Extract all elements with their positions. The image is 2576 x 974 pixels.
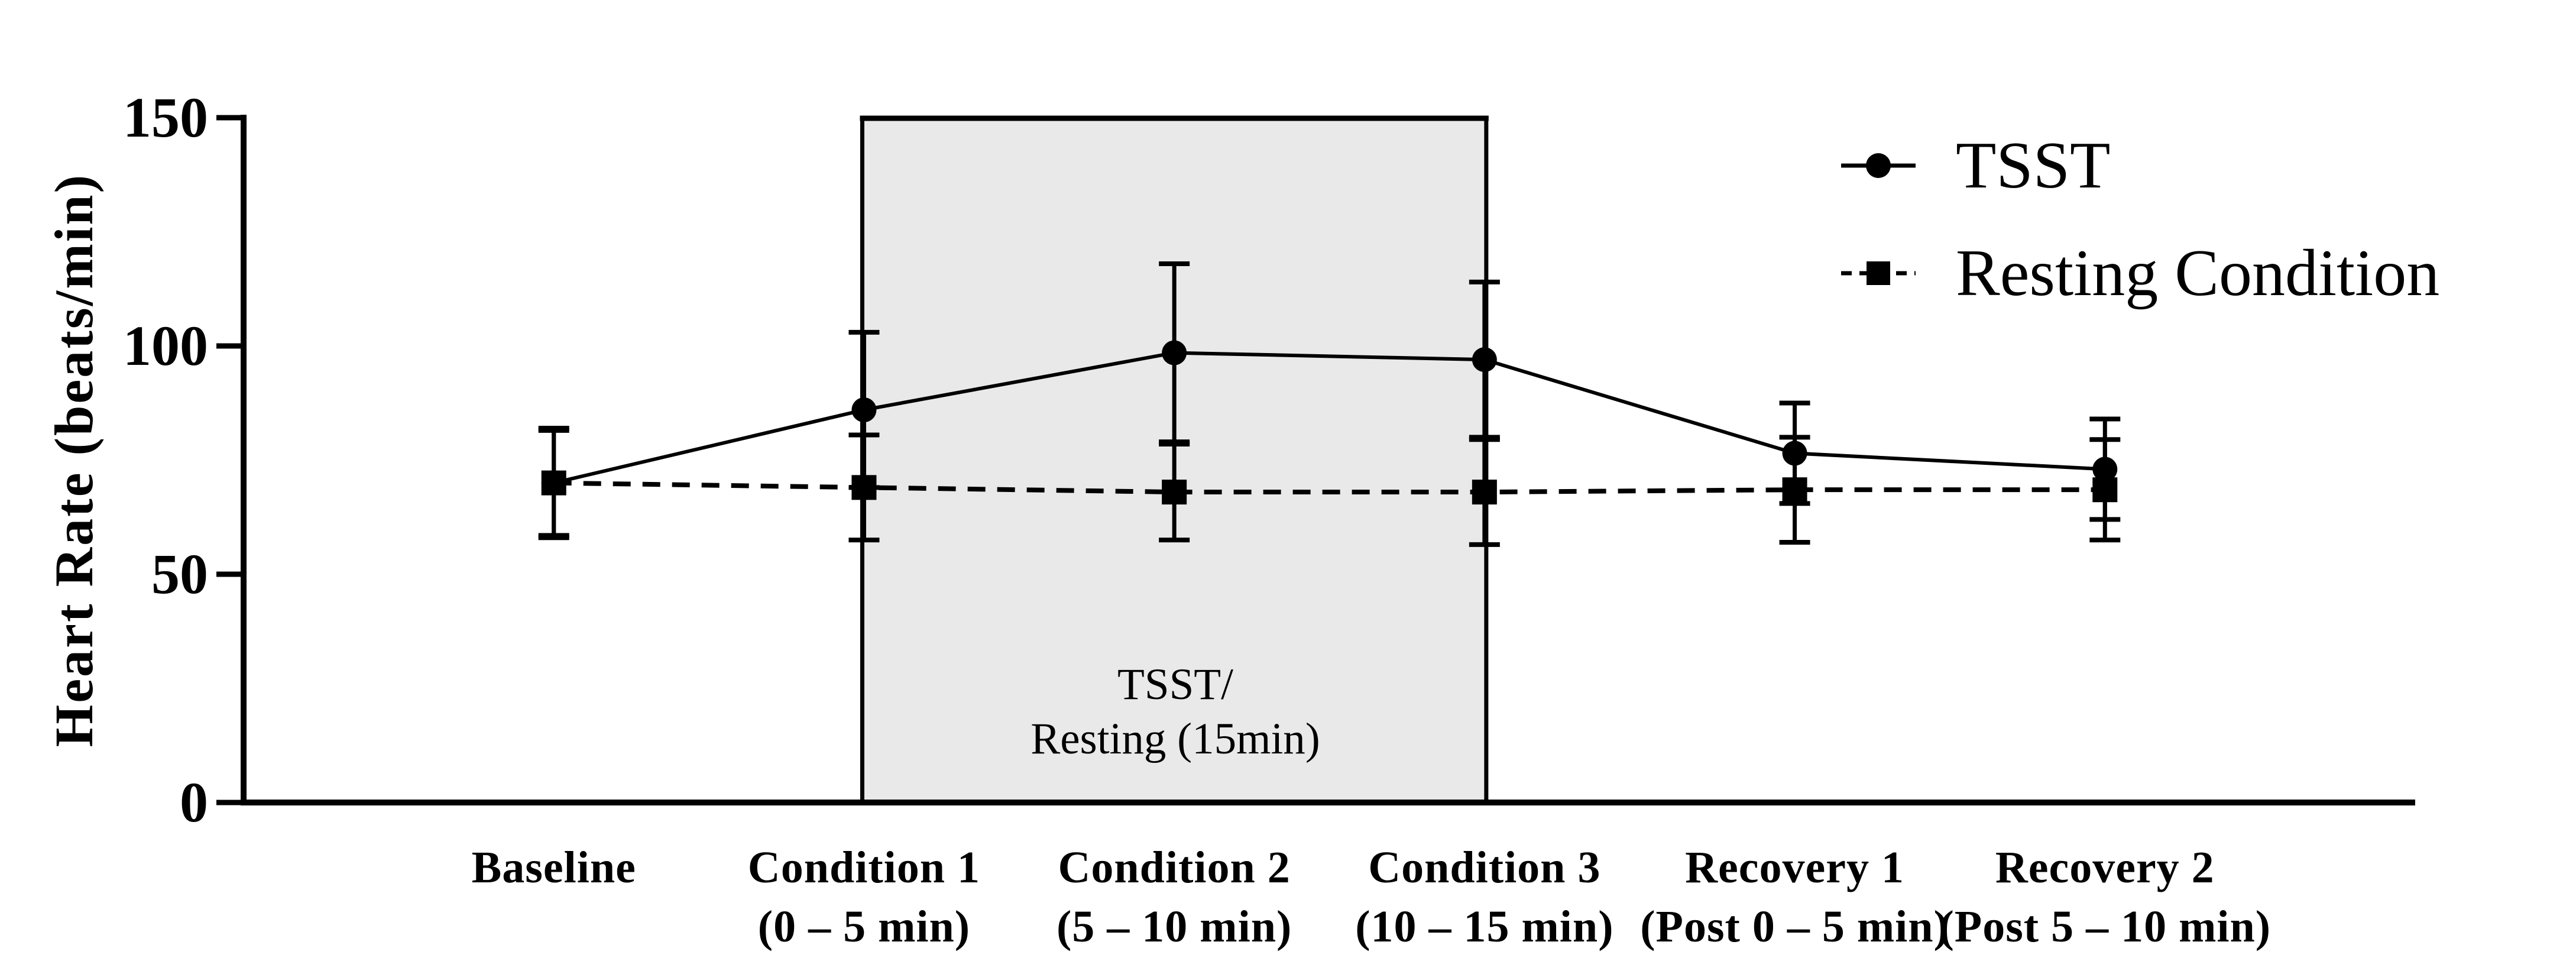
y-tick-label: 150 — [123, 86, 208, 149]
legend-square-icon — [1867, 261, 1890, 285]
x-category-label: (10 – 15 min) — [1355, 902, 1614, 952]
legend-label-tsst: TSST — [1956, 129, 2111, 202]
data-point-circle-icon — [1782, 441, 1807, 466]
x-category-label: Condition 3 — [1368, 843, 1601, 892]
data-point-square-icon — [2092, 477, 2118, 503]
data-point-square-icon — [1472, 480, 1497, 505]
x-category-label: Recovery 2 — [1995, 843, 2215, 892]
y-tick-label: 100 — [123, 314, 208, 377]
x-category-label: (Post 5 – 10 min) — [1939, 902, 2272, 952]
x-category-label: Condition 2 — [1058, 843, 1291, 892]
x-category-label: (Post 0 – 5 min) — [1640, 902, 1949, 952]
data-point-circle-icon — [2092, 457, 2118, 482]
x-category-label: Condition 1 — [747, 843, 981, 892]
series-line-resting — [553, 480, 2105, 495]
shaded-region-label-line2: Resting (15min) — [1031, 714, 1320, 763]
shaded-region-label-line1: TSST/ — [1117, 660, 1233, 709]
y-tick-label: 50 — [151, 542, 208, 606]
x-category-label: Baseline — [471, 843, 636, 892]
x-category-label: (5 – 10 min) — [1056, 902, 1292, 952]
legend-label-resting-condition: Resting Condition — [1956, 237, 2440, 310]
data-point-circle-icon — [1162, 340, 1187, 365]
data-point-square-icon — [541, 470, 566, 496]
data-point-circle-icon — [1472, 347, 1497, 373]
data-point-circle-icon — [851, 397, 877, 423]
x-category-label: Recovery 1 — [1685, 843, 1904, 892]
y-axis-title: Heart Rate (beats/min) — [44, 173, 104, 748]
data-point-square-icon — [1782, 477, 1807, 503]
data-point-square-icon — [1162, 480, 1187, 505]
x-category-label: (0 – 5 min) — [757, 902, 971, 952]
data-point-square-icon — [851, 475, 877, 500]
series-line-tsst — [553, 351, 2105, 485]
y-tick-label: 0 — [180, 771, 208, 834]
legend-circle-icon — [1866, 153, 1891, 178]
